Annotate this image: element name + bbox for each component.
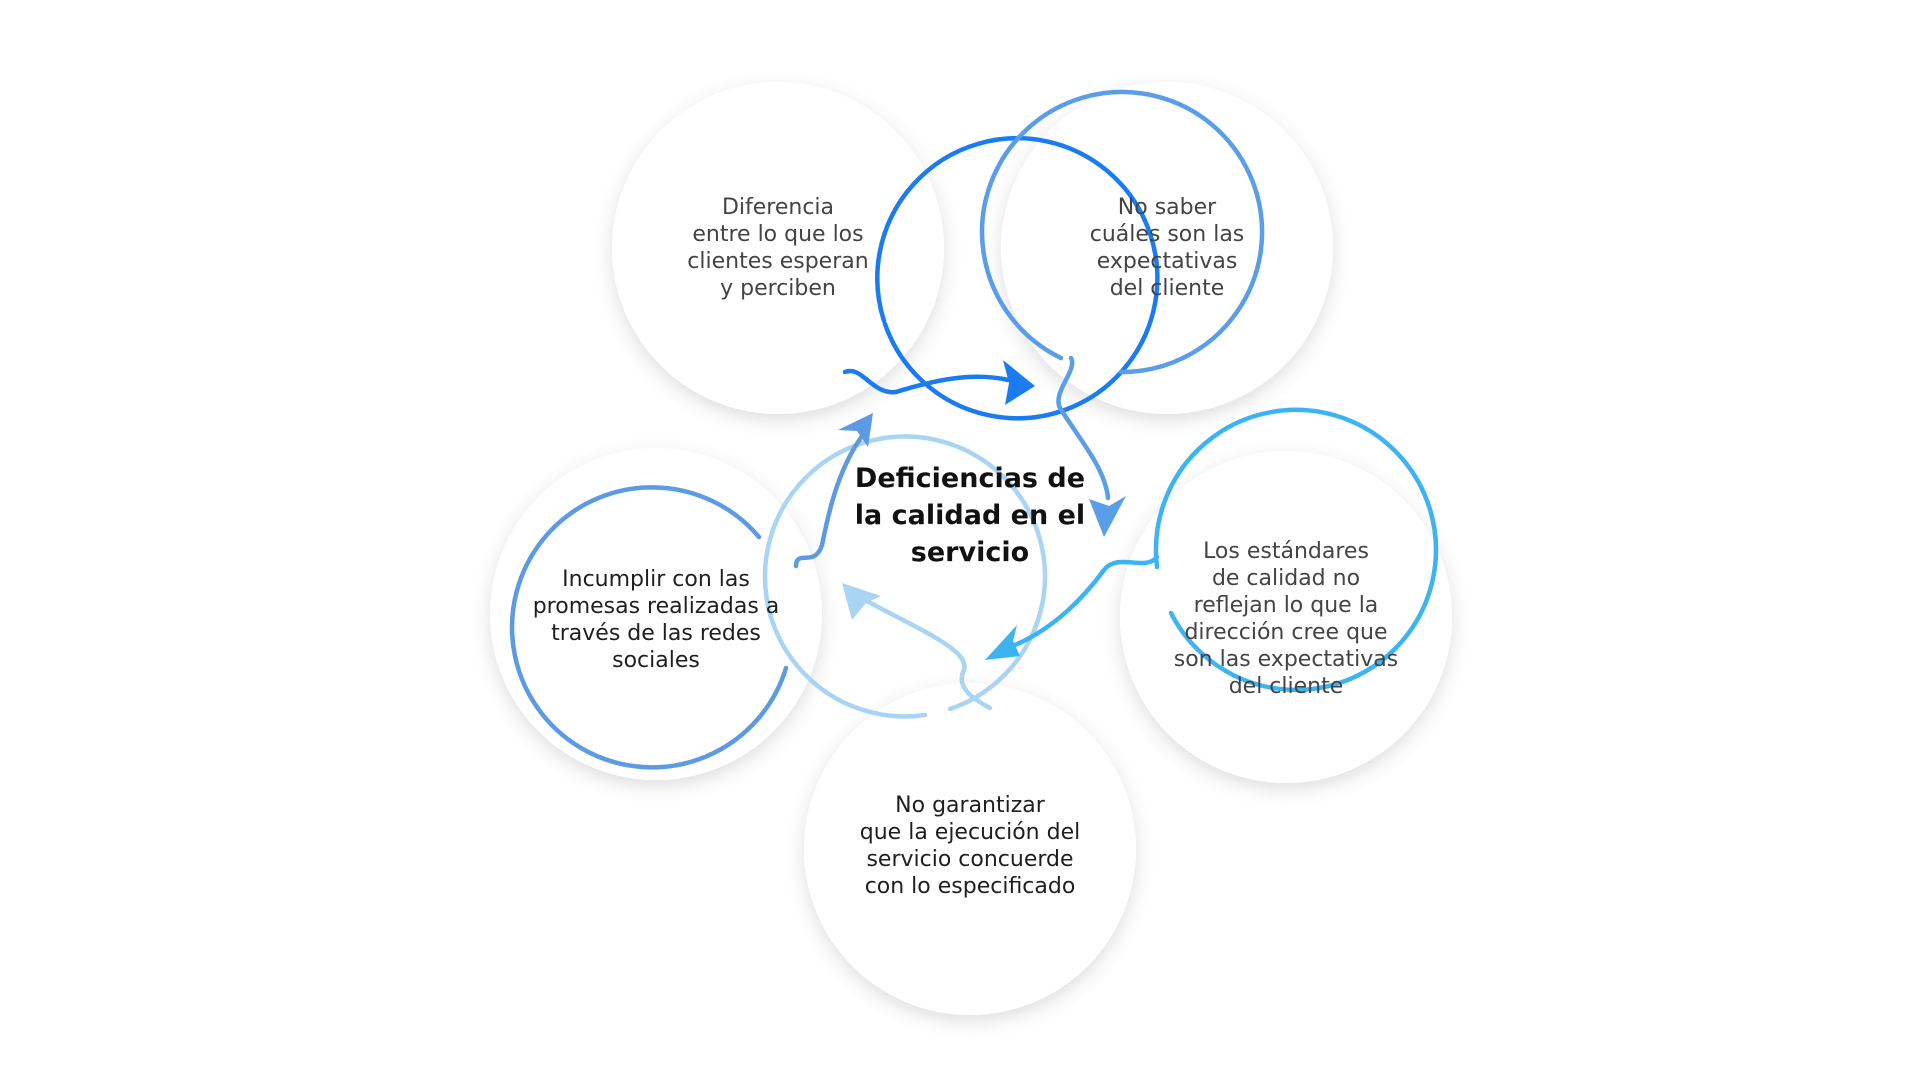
node-3-disc	[1120, 451, 1452, 783]
cycle-arrowheads	[838, 360, 1126, 660]
arrowhead-2-to-3	[1089, 496, 1126, 537]
arrowhead-1-to-2	[1003, 360, 1035, 405]
node-5-text: Incumplir con las promesas realizadas a …	[532, 567, 780, 673]
cycle-arrows	[793, 355, 1160, 711]
arrowhead-4-to-5	[842, 583, 881, 620]
node-1-text: Diferencia entre lo que los clientes esp…	[687, 195, 869, 301]
center-title: Deficiencias de la calidad en el servici…	[854, 462, 1086, 568]
node-2-ring	[979, 89, 1265, 375]
arrow-1-to-2	[842, 368, 1011, 395]
node-5-disc	[490, 448, 822, 780]
arrow-2-to-3	[1056, 355, 1111, 501]
arrowhead-3-to-4	[985, 625, 1020, 660]
node-1-disc	[612, 82, 944, 414]
node-4-text: No garantizar que la ejecución del servi…	[859, 793, 1081, 899]
node-backgrounds	[490, 82, 1452, 1015]
node-4-ring	[762, 434, 1048, 719]
node-3-text: Los estándares de calidad no reflejan lo…	[1173, 539, 1399, 699]
node-4-disc	[804, 683, 1136, 1015]
node-3-ring	[1153, 407, 1439, 693]
arrow-4-to-5	[862, 597, 993, 711]
arrowhead-5-to-1	[838, 413, 873, 447]
arrow-5-to-1	[793, 429, 868, 569]
node-2-text: No saber cuáles son las expectativas del…	[1089, 195, 1245, 301]
node-5-ring	[509, 485, 789, 770]
node-rings	[509, 89, 1439, 770]
node-2-disc	[1001, 82, 1333, 414]
node-1-ring	[875, 136, 1160, 421]
arrow-3-to-4	[1012, 554, 1160, 648]
